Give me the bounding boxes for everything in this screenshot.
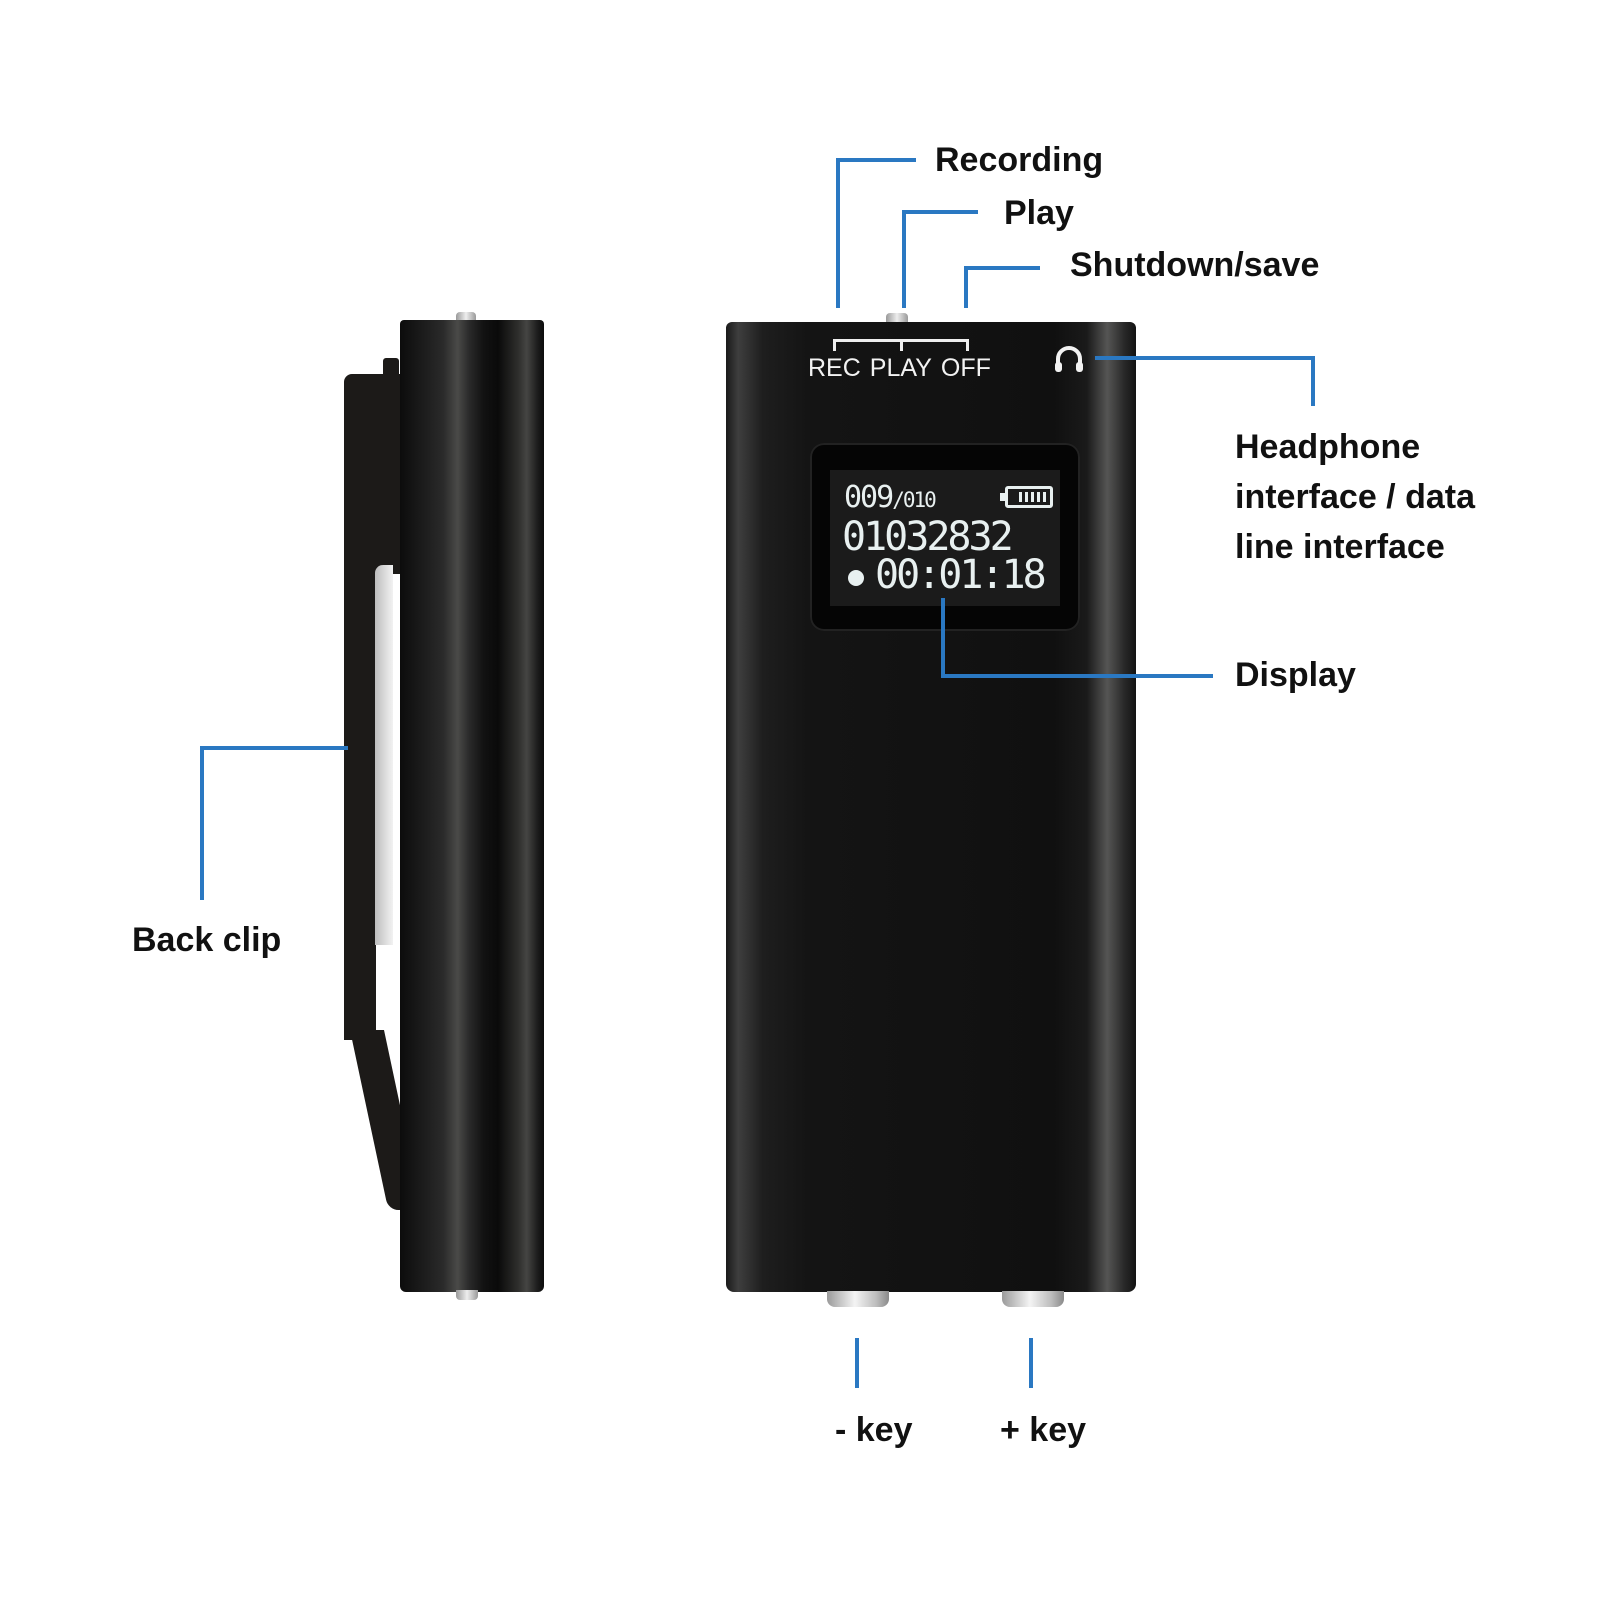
leader-display-h xyxy=(941,674,1213,678)
minus-key-label: - key xyxy=(835,1411,913,1449)
side-top-button xyxy=(456,312,476,322)
play-label: PLAY xyxy=(869,354,932,382)
plus-key-label: + key xyxy=(1000,1411,1087,1449)
leader-clip-h xyxy=(200,746,348,750)
leader-plus-key xyxy=(1029,1338,1033,1388)
minus-key-button xyxy=(827,1291,889,1307)
leader-shutdown-v xyxy=(964,266,968,308)
back-clip-arm xyxy=(344,560,376,1040)
headphone-interface-label: Headphone interface / data line interfac… xyxy=(1235,428,1475,566)
leader-minus-key xyxy=(855,1338,859,1388)
record-time: 00:01:18 xyxy=(875,552,1047,598)
date-readout: 01032832 xyxy=(842,514,1014,560)
side-bottom-button xyxy=(456,1290,478,1300)
leader-display-v xyxy=(941,598,945,678)
shutdown-save-label: Shutdown/save xyxy=(1070,246,1320,284)
leader-recording-v xyxy=(836,158,840,308)
headphone-icon xyxy=(1055,346,1083,372)
off-label: OFF xyxy=(940,354,991,382)
switch-position-labels: REC PLAY OFF xyxy=(808,354,1000,383)
leader-recording-h xyxy=(836,158,916,162)
back-clip-nub xyxy=(383,358,399,376)
leader-headphone-h xyxy=(1095,356,1315,360)
record-indicator-icon xyxy=(848,570,864,586)
top-slide-switch xyxy=(886,313,908,323)
switch-bracket-mid xyxy=(900,339,903,351)
leader-clip-v xyxy=(200,746,204,900)
plus-key-button xyxy=(1002,1291,1064,1307)
back-clip-label: Back clip xyxy=(132,921,282,959)
recording-label: Recording xyxy=(935,141,1104,179)
track-total: /010 xyxy=(892,488,937,512)
battery-icon xyxy=(1000,486,1053,508)
rec-label: REC xyxy=(808,354,861,382)
side-body xyxy=(400,320,544,1292)
leader-shutdown-h xyxy=(964,266,1040,270)
display-label: Display xyxy=(1235,656,1356,694)
leader-play-v xyxy=(902,210,906,308)
leader-headphone-v xyxy=(1311,356,1315,406)
track-number: 009 xyxy=(844,480,894,515)
back-clip-top xyxy=(344,374,404,574)
leader-play-h xyxy=(902,210,978,214)
track-counter: 009/010 xyxy=(844,480,937,515)
play-callout-label: Play xyxy=(1004,194,1074,232)
back-clip-gap xyxy=(375,565,393,945)
